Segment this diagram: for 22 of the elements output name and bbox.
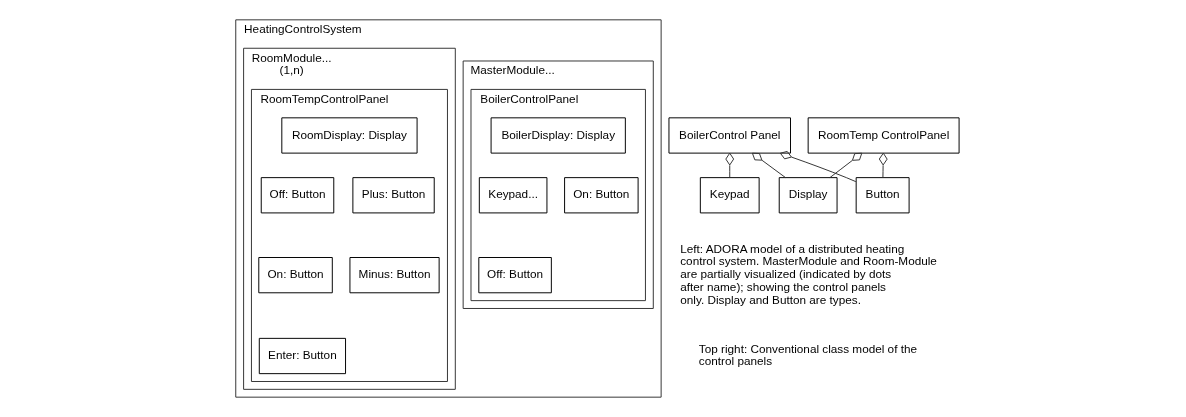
- connector: [751, 152, 786, 179]
- node-box: RoomDisplay: Display: [280, 117, 418, 154]
- node-box: Button: [855, 177, 910, 214]
- connector: [724, 152, 734, 178]
- node-box: On: Button: [563, 177, 639, 214]
- node-box: BoilerDisplay: Display: [490, 117, 626, 154]
- node-box: Plus: Button: [351, 177, 435, 214]
- connector: [828, 152, 862, 179]
- label: Left: ADORA model of a distributed heating control system. MasterModule and Room-Module are partially visualized (indicated by dots after name); showing the control panels only. Display and Button are types.: [679, 241, 937, 306]
- connector: [878, 152, 888, 178]
- node-box: Display: [778, 177, 838, 214]
- node-box: Keypad...: [478, 177, 547, 214]
- node-box: Minus: Button: [348, 257, 440, 294]
- node-box: Enter: Button: [258, 337, 346, 375]
- node-box: BoilerControl Panel: [668, 117, 791, 154]
- node-box: RoomTemp ControlPanel: [807, 117, 960, 154]
- node-box: Off: Button: [260, 177, 334, 214]
- node-box: Keypad: [699, 177, 760, 214]
- label: Top right: Conventional class model of the control panels: [698, 341, 917, 368]
- connector: [779, 150, 856, 183]
- node-box: On: Button: [257, 257, 333, 294]
- node-box: Off: Button: [477, 257, 552, 294]
